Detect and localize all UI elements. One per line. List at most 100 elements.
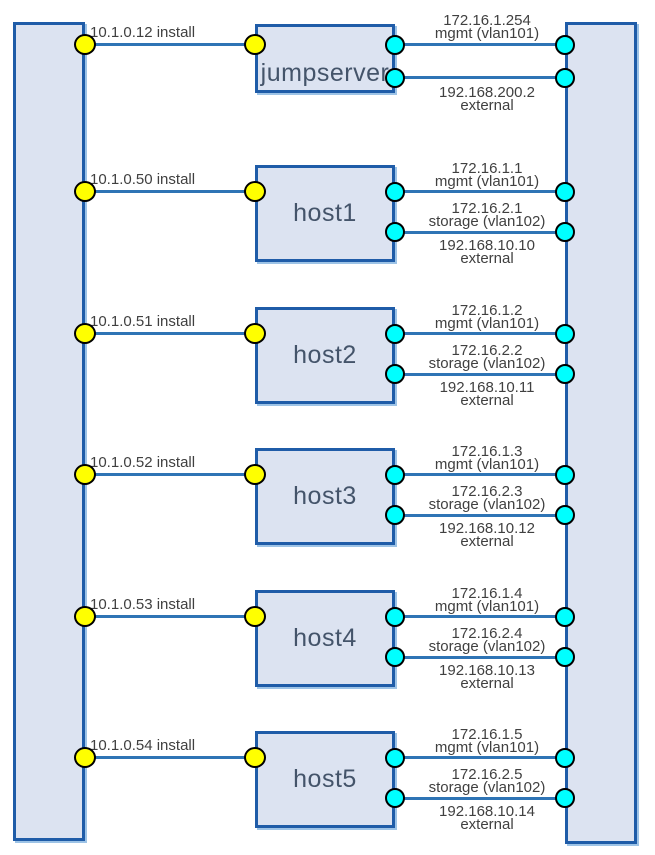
bar-storage-port: [555, 647, 575, 667]
bar-install-port: [74, 747, 96, 768]
storage-link-label: 172.16.2.1 storage (vlan102): [397, 200, 577, 230]
install-ip-label: 10.1.0.12 install: [90, 24, 196, 41]
link-network-name: external: [460, 816, 514, 833]
bar-storage-port: [555, 364, 575, 384]
link-ip: 172.16.2.2: [451, 342, 523, 359]
install-link-line: [85, 473, 255, 476]
mgmt-link-label: 172.16.1.2 mgmt (vlan101): [397, 302, 577, 332]
link-network-name: storage (vlan102): [428, 213, 546, 230]
mgmt-link-line: [395, 473, 565, 476]
install-link-line: [85, 43, 255, 46]
node-host4: host4: [255, 590, 395, 687]
node-section-jumpserver: 10.1.0.12 install jumpserver 172.16.1.25…: [0, 0, 655, 142]
node-mgmt-port: [385, 748, 405, 768]
node-storage-port: [385, 222, 405, 242]
bar-mgmt-port: [555, 324, 575, 344]
node-storage-port: [385, 788, 405, 808]
link-ip: 172.16.2.1: [451, 200, 523, 217]
node-storage-port: [385, 505, 405, 525]
link-network-name: external: [460, 675, 514, 692]
external-link-label: 192.168.10.11 external: [397, 380, 577, 409]
link-ip: 172.16.1.5: [451, 726, 523, 743]
node-name-label: host3: [293, 482, 357, 510]
bar-external-port: [555, 68, 575, 88]
install-ip-label: 10.1.0.53 install: [90, 596, 196, 613]
install-link-line: [85, 190, 255, 193]
node-install-port: [244, 323, 266, 344]
mgmt-link-line: [395, 332, 565, 335]
node-section-host5: 10.1.0.54 install host5 172.16.1.5 mgmt …: [0, 708, 655, 850]
node-name-label: host2: [293, 341, 357, 369]
storage-external-link-line: [395, 656, 565, 659]
bar-mgmt-port: [555, 465, 575, 485]
mgmt-link-label: 172.16.1.254 mgmt (vlan101): [397, 12, 577, 42]
mgmt-link-label: 172.16.1.3 mgmt (vlan101): [397, 443, 577, 473]
storage-link-label: 172.16.2.5 storage (vlan102): [397, 766, 577, 795]
bar-mgmt-port: [555, 607, 575, 627]
mgmt-link-line: [395, 43, 565, 46]
node-storage-port: [385, 364, 405, 384]
bar-install-port: [74, 181, 96, 202]
link-ip: 172.16.2.4: [451, 625, 523, 642]
node-name-label: host4: [293, 624, 357, 652]
node-section-host4: 10.1.0.53 install host4 172.16.1.4 mgmt …: [0, 567, 655, 709]
storage-link-label: 172.16.2.4 storage (vlan102): [397, 625, 577, 654]
link-network-name: mgmt (vlan101): [434, 739, 540, 756]
external-link-label: 192.168.10.13 external: [397, 662, 577, 692]
node-mgmt-port: [385, 182, 405, 202]
node-mgmt-port: [385, 324, 405, 344]
bar-install-port: [74, 606, 96, 627]
link-network-name: external: [460, 392, 514, 409]
mgmt-link-label: 172.16.1.5 mgmt (vlan101): [397, 726, 577, 756]
bar-install-port: [74, 323, 96, 344]
link-ip: 192.168.10.14: [439, 803, 535, 820]
external-link-label: 192.168.10.12 external: [397, 521, 577, 549]
link-ip: 172.16.1.3: [451, 443, 523, 460]
bar-storage-port: [555, 788, 575, 808]
bar-mgmt-port: [555, 35, 575, 55]
link-network-name: mgmt (vlan101): [434, 598, 540, 615]
node-mgmt-port: [385, 35, 405, 55]
node-host1: host1: [255, 165, 395, 262]
link-network-name: mgmt (vlan101): [434, 25, 540, 42]
external-link-label: 192.168.200.2 external: [397, 84, 577, 114]
node-mgmt-port: [385, 465, 405, 485]
link-ip: 172.16.2.3: [451, 483, 523, 500]
link-ip: 192.168.10.13: [439, 662, 535, 679]
external-link-line: [395, 76, 565, 79]
node-host5: host5: [255, 731, 395, 828]
storage-external-link-line: [395, 797, 565, 800]
bar-mgmt-port: [555, 748, 575, 768]
storage-link-label: 172.16.2.2 storage (vlan102): [397, 342, 577, 371]
bar-install-port: [74, 34, 96, 55]
node-name-label: host1: [293, 199, 357, 227]
storage-external-link-line: [395, 514, 565, 517]
link-ip: 172.16.1.2: [451, 302, 523, 319]
node-install-port: [244, 34, 266, 55]
node-name-label: jumpserver: [260, 59, 390, 87]
link-ip: 172.16.1.254: [443, 12, 531, 29]
external-link-label: 192.168.10.14 external: [397, 803, 577, 833]
install-ip-label: 10.1.0.50 install: [90, 171, 196, 188]
bar-install-port: [74, 464, 96, 485]
install-ip-label: 10.1.0.51 install: [90, 313, 196, 330]
node-section-host1: 10.1.0.50 install host1 172.16.1.1 mgmt …: [0, 142, 655, 284]
link-network-name: external: [460, 97, 514, 114]
mgmt-link-line: [395, 615, 565, 618]
link-network-name: mgmt (vlan101): [434, 456, 540, 473]
link-network-name: mgmt (vlan101): [434, 315, 540, 332]
node-mgmt-port: [385, 607, 405, 627]
node-host3: host3: [255, 448, 395, 545]
node-external-port: [385, 68, 405, 88]
install-link-line: [85, 615, 255, 618]
link-ip: 172.16.1.4: [451, 585, 523, 602]
node-install-port: [244, 606, 266, 627]
link-ip: 172.16.2.5: [451, 766, 523, 783]
mgmt-link-label: 172.16.1.1 mgmt (vlan101): [397, 161, 577, 189]
node-host2: host2: [255, 307, 395, 404]
node-section-host3: 10.1.0.52 install host3 172.16.1.3 mgmt …: [0, 425, 655, 567]
node-section-host2: 10.1.0.51 install host2 172.16.1.2 mgmt …: [0, 284, 655, 426]
node-install-port: [244, 747, 266, 768]
link-ip: 192.168.200.2: [439, 84, 535, 101]
link-ip: 192.168.10.10: [439, 237, 535, 254]
